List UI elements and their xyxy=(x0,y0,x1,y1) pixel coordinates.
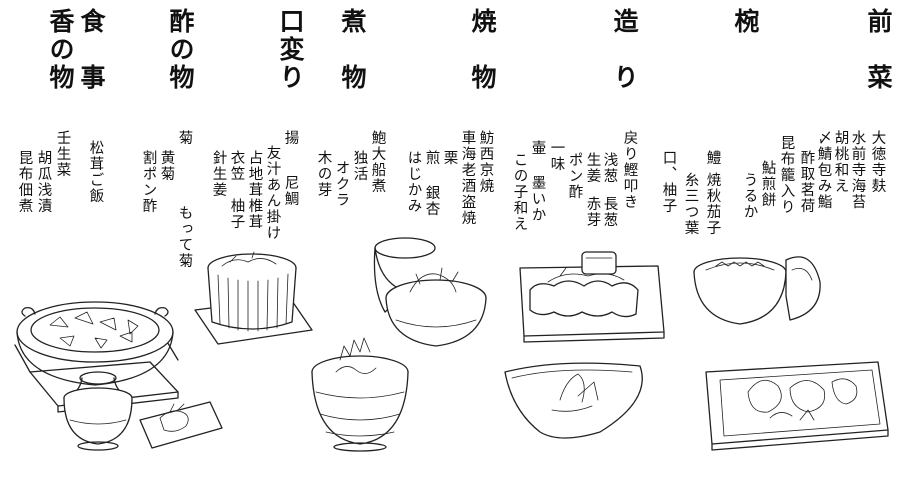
menu-item: 戻り鰹叩き xyxy=(621,130,638,210)
menu-item: 浅葱 xyxy=(601,152,618,184)
menu-item: 独活 xyxy=(351,150,368,182)
menu-item: 生姜 xyxy=(584,152,601,184)
sashimi-tray-illustration xyxy=(519,251,665,343)
course-title-zensai: 前 菜 xyxy=(864,8,893,92)
menu-item: 占地茸 xyxy=(246,150,263,198)
course-title-wan: 椀 xyxy=(731,8,760,36)
menu-item: 胡桃和え xyxy=(832,130,849,194)
ribbed-cup-illustration xyxy=(194,251,313,345)
course-title-yakimono: 焼 物 xyxy=(468,8,497,92)
soup-bowl-illustration xyxy=(693,256,821,325)
menu-item: 胡瓜浅漬 xyxy=(35,150,52,214)
menu-item: 糸三つ葉 xyxy=(682,172,699,236)
menu-item: 針生姜 xyxy=(210,150,227,198)
course-title-nimono: 煮 物 xyxy=(338,8,367,92)
course-title-sunomono: 酢の物 xyxy=(166,8,195,92)
menu-item: 菊 xyxy=(176,130,193,146)
course-title-tsukuri: 造 り xyxy=(610,8,639,92)
menu-item: 栗 xyxy=(441,150,458,166)
menu-item: 一味 xyxy=(548,140,565,172)
menu-item: 衣笠 xyxy=(228,150,245,182)
course-title-konomono: 香の物 xyxy=(46,8,75,92)
menu-item: 鱧 xyxy=(704,150,721,166)
menu-item: 赤芽 xyxy=(584,196,601,228)
vinegared-dish-illustration xyxy=(139,401,223,449)
menu-item: 木の芽 xyxy=(315,150,332,198)
basket-bowl-illustration xyxy=(311,337,409,452)
boat-dish-illustration xyxy=(504,362,643,439)
menu-item: 壬生菜 xyxy=(54,130,71,178)
appetizer-tray-illustration xyxy=(705,361,889,451)
menu-item: 壷 xyxy=(529,140,546,156)
menu-item: この子和え xyxy=(511,152,528,232)
menu-item: 松茸ご飯 xyxy=(87,140,104,204)
menu-item: 長葱 xyxy=(601,196,618,228)
menu-item: 友汁あん掛け xyxy=(264,145,281,241)
menu-item: 酢取茗荷 xyxy=(798,150,815,214)
menu-item: 黄菊 xyxy=(158,150,175,182)
menu-item: 揚 xyxy=(282,130,299,146)
menu-item: 水前寺海苔 xyxy=(849,130,866,210)
menu-item: 銀杏 xyxy=(423,185,440,217)
menu-item: 煎 xyxy=(423,150,440,166)
menu-item: 尼鯛 xyxy=(282,175,299,207)
course-title-shokuji: 食 事 xyxy=(77,8,106,92)
course-title-kuchigawari: 口変り xyxy=(276,8,305,92)
menu-item: 割ポン酢 xyxy=(140,150,157,214)
menu-item: 椎茸 xyxy=(246,198,263,230)
menu-item: 〆鯖包み鮨 xyxy=(815,130,832,210)
menu-item: オクラ xyxy=(333,160,350,208)
lidded-bowl-illustration xyxy=(373,237,487,347)
menu-item: 柚子 xyxy=(228,198,245,230)
menu-item: 昆布籠入り xyxy=(778,135,795,215)
menu-item: 焼秋茄子 xyxy=(704,172,721,236)
menu-item: 昆布佃煮 xyxy=(16,150,33,214)
menu-item: うるか xyxy=(741,172,758,220)
menu-item: ポン酢 xyxy=(566,152,583,200)
covered-bowl-illustration xyxy=(63,371,133,451)
menu-item: 墨いか xyxy=(529,175,546,223)
menu-item: 鮎煎餅 xyxy=(759,160,776,208)
menu-item: もって菊 xyxy=(176,205,193,269)
menu-item: 魴西京焼 xyxy=(477,130,494,194)
menu-item: 大徳寺麸 xyxy=(869,130,886,194)
menu-item: はじかみ xyxy=(405,150,422,214)
menu-item: 車海老酒盗焼 xyxy=(459,130,476,226)
menu-item: 鮑大船煮 xyxy=(369,130,386,194)
menu-item: 口、柚子 xyxy=(660,150,677,214)
